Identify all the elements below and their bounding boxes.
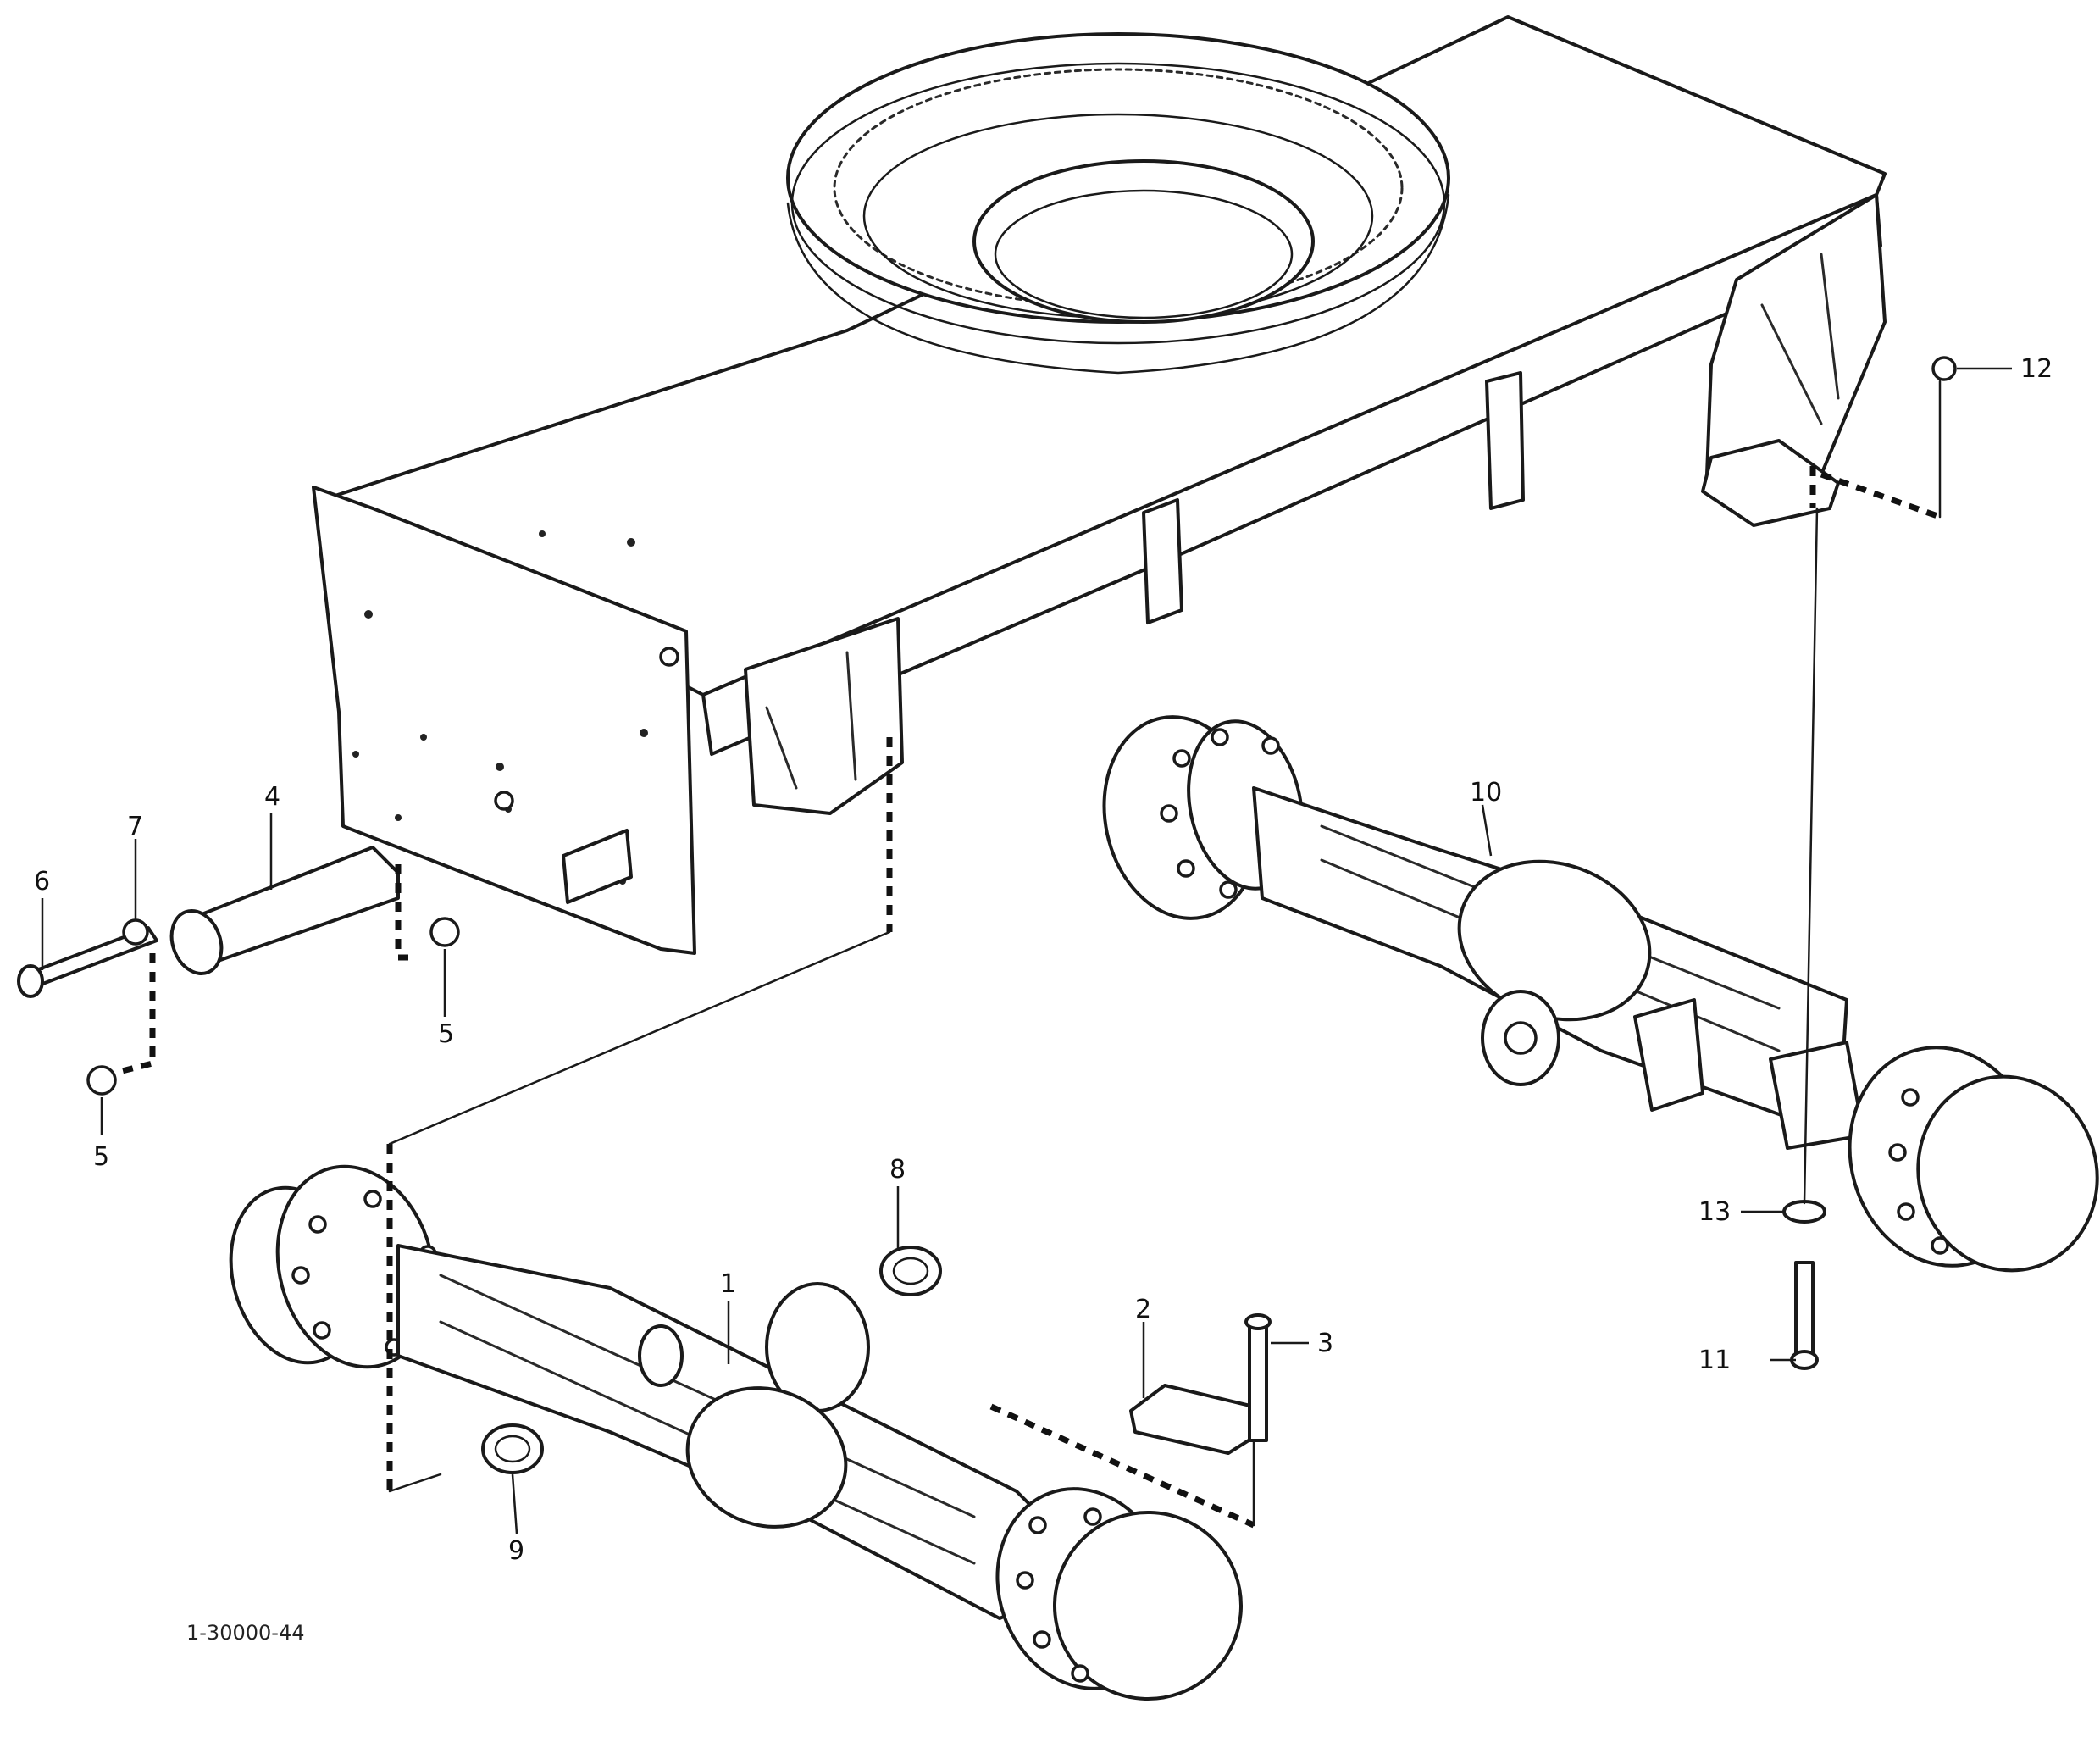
callout-8: 8 bbox=[889, 1155, 906, 1185]
assembly-lines bbox=[118, 380, 1942, 1529]
axle-upper-right bbox=[1102, 715, 2099, 1273]
callout-13: 13 bbox=[1698, 1197, 1731, 1227]
axle-lower-left bbox=[229, 1164, 1243, 1701]
callout-1: 1 bbox=[720, 1269, 736, 1299]
callout-6: 6 bbox=[34, 867, 50, 896]
callout-5b: 5 bbox=[93, 1142, 109, 1172]
callout-5: 5 bbox=[438, 1019, 454, 1049]
caption-code: 1-30000-44 bbox=[186, 1621, 304, 1645]
callout-10: 10 bbox=[1470, 778, 1502, 807]
callout-9: 9 bbox=[508, 1536, 524, 1566]
callout-3: 3 bbox=[1317, 1329, 1333, 1358]
callout-numbers: 1 2 3 4 5 5 6 7 8 9 10 11 12 13 bbox=[34, 354, 2053, 1566]
loose-parts bbox=[17, 356, 1957, 1474]
callout-7: 7 bbox=[127, 812, 143, 841]
slewing-ring bbox=[786, 32, 1450, 375]
figure-caption: 1-30000-44 bbox=[186, 1621, 304, 1645]
callout-12: 12 bbox=[2020, 354, 2053, 384]
callout-11: 11 bbox=[1698, 1346, 1731, 1375]
callout-4: 4 bbox=[264, 782, 280, 812]
leader-lines bbox=[41, 367, 2012, 1534]
undercarriage-frame bbox=[312, 15, 1887, 955]
callout-2: 2 bbox=[1135, 1295, 1151, 1324]
